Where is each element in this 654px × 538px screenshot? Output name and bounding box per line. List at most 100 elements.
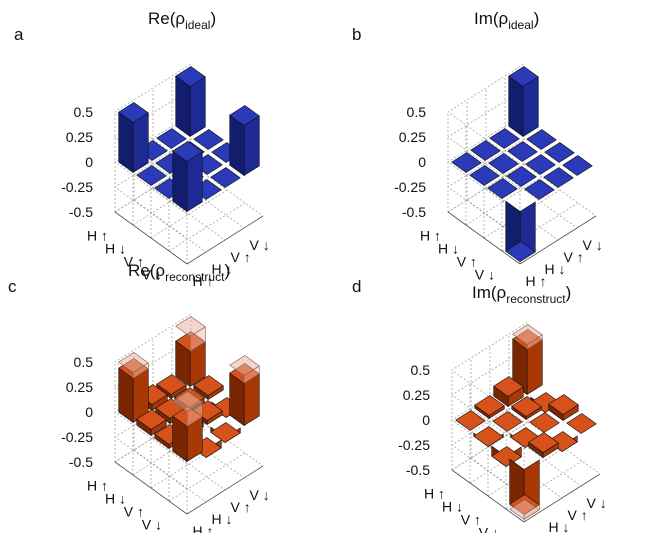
bar	[548, 394, 579, 422]
bar	[473, 426, 504, 448]
bar	[172, 391, 203, 463]
plot-area: 0.50.250-0.25-0.5H ↑H ↑H ↓H ↓V ↑V ↑V ↓V …	[398, 321, 607, 538]
plot-area: 0.50.250-0.25-0.5H ↑H ↑H ↓H ↓V ↑V ↑V ↓V …	[61, 63, 270, 289]
col-tick-label: H ↓	[549, 519, 570, 533]
bar	[524, 179, 555, 200]
bar	[505, 200, 536, 263]
z-gridline	[451, 346, 529, 448]
floor-gridline	[168, 452, 246, 502]
col-tick-label: H ↓	[212, 261, 233, 277]
col-tick-label: V ↑	[564, 249, 584, 265]
panel-letter: a	[14, 25, 24, 44]
row-tick-label: V ↓	[142, 517, 162, 533]
bar	[492, 411, 523, 432]
z-tick-label: -0.5	[69, 454, 93, 470]
bar	[118, 352, 149, 424]
row-tick-label: V ↑	[124, 254, 144, 270]
col-tick-label: H ↑	[193, 523, 214, 533]
floor-gridline	[152, 187, 226, 241]
row-tick-label: H ↑	[420, 228, 441, 244]
z-tick-label: -0.25	[61, 179, 93, 195]
z-tick-label: 0	[418, 154, 426, 170]
col-axis-line	[186, 465, 264, 515]
bar	[172, 141, 203, 213]
row-tick-label: V ↑	[124, 504, 144, 520]
floor-gridline	[508, 433, 582, 487]
bar	[508, 66, 539, 138]
panel-letter: b	[352, 25, 361, 44]
bar	[489, 128, 520, 149]
row-tick-label: H ↓	[442, 499, 463, 515]
bars	[451, 66, 593, 263]
row-axis-line	[114, 461, 188, 515]
floor-gridline	[466, 199, 540, 253]
bar	[509, 458, 540, 521]
bar	[156, 128, 187, 149]
z-tick-label: -0.5	[402, 204, 426, 220]
row-tick-label: V ↑	[461, 512, 481, 528]
bar	[470, 140, 501, 161]
row-axis-line	[447, 211, 521, 265]
bar	[526, 129, 557, 150]
z-tick-label: 0.25	[66, 129, 93, 145]
floor-gridline	[168, 202, 246, 252]
floor-gridline	[501, 202, 579, 252]
z-tick-label: 0	[422, 412, 430, 428]
panel-title: Re(ρreconstruct)	[128, 261, 230, 284]
col-tick-label: H ↓	[545, 261, 566, 277]
z-tick-label: 0.25	[403, 387, 430, 403]
row-tick-label: V ↓	[479, 525, 499, 534]
z-tick-label: 0	[85, 404, 93, 420]
bar	[136, 165, 167, 186]
plot-area: 0.50.250-0.25-0.5H ↑H ↑H ↓H ↓V ↑V ↑V ↓V …	[61, 313, 270, 538]
plot-area: 0.50.250-0.25-0.5H ↑H ↑H ↓H ↓V ↑V ↑V ↓V …	[394, 63, 603, 289]
col-tick-label: H ↑	[193, 273, 214, 289]
col-tick-label: V ↑	[231, 499, 251, 515]
panel-title: Im(ρideal)	[474, 9, 539, 32]
bar	[525, 154, 556, 175]
floor-gridline	[171, 175, 245, 229]
z-tick-label: 0.5	[407, 104, 427, 120]
bar	[506, 166, 537, 187]
bar	[455, 410, 486, 431]
bar	[474, 395, 505, 420]
bar	[528, 432, 559, 459]
z-tick-label: 0.5	[411, 362, 431, 378]
col-axis-line	[523, 473, 601, 523]
bar	[487, 178, 518, 199]
bar	[175, 316, 206, 388]
z-tick-label: 0	[85, 154, 93, 170]
panel-title: Re(ρideal)	[148, 9, 216, 32]
panel-title: Im(ρreconstruct)	[472, 283, 571, 306]
panel-d: d Im(ρreconstruct) 0.50.250-0.25-0.5H ↑H…	[352, 277, 607, 538]
z-tick-label: -0.25	[61, 429, 93, 445]
floor-gridline	[152, 437, 226, 491]
row-tick-label: H ↑	[87, 228, 108, 244]
floor-gridline	[465, 176, 543, 226]
row-tick-label: H ↓	[438, 241, 459, 257]
row-tick-label: V ↓	[475, 267, 495, 283]
bar	[118, 102, 149, 174]
z-tick-label: 0.5	[74, 354, 94, 370]
floor-gridline	[133, 449, 207, 503]
col-tick-label: V ↓	[250, 237, 270, 253]
row-axis-line	[114, 211, 188, 265]
bar	[566, 413, 597, 434]
panel-a: a Re(ρideal) 0.50.250-0.25-0.5H ↑H ↑H ↓H…	[14, 9, 270, 289]
bars	[118, 316, 260, 463]
floor-gridline	[505, 460, 583, 510]
row-tick-label: H ↓	[105, 491, 126, 507]
z-tick-label: -0.5	[406, 462, 430, 478]
floor-gridline	[132, 176, 210, 226]
col-tick-label: H ↑	[526, 273, 547, 289]
z-tick-label: -0.25	[398, 437, 430, 453]
panel-c: c Re(ρreconstruct) 0.50.250-0.25-0.5H ↑H…	[8, 261, 270, 538]
bars	[118, 66, 260, 213]
floor-gridline	[523, 163, 597, 217]
z-gridline	[114, 88, 192, 190]
z-tick-label: -0.25	[394, 179, 426, 195]
z-tick-label: 0.25	[66, 379, 93, 395]
bars	[455, 324, 597, 521]
bar	[193, 129, 224, 150]
